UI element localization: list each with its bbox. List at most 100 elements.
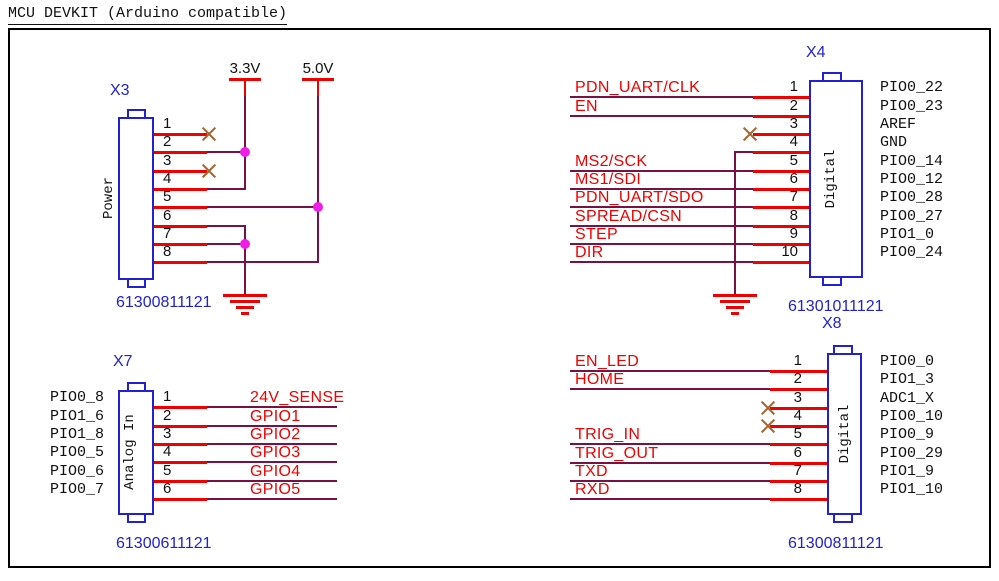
pin-stub (753, 151, 809, 154)
pin-stub (770, 498, 827, 501)
net-wire (570, 462, 770, 464)
net-wire (207, 480, 337, 482)
mcu-pin-label: PIO0_10 (880, 408, 944, 425)
pin-stub (753, 225, 809, 228)
net-wire (207, 425, 337, 427)
net-wire (570, 206, 753, 208)
pin-number: 2 (163, 133, 172, 150)
sheet-title: MCU DEVKIT (Arduino compatible) (8, 5, 288, 25)
net-label: DIR (575, 244, 604, 261)
connector-body-x3 (118, 117, 154, 280)
wire-segment (207, 225, 245, 227)
gnd-symbol (230, 300, 260, 303)
pin-stub (154, 206, 207, 209)
mcu-pin-label: PIO0_0 (880, 353, 935, 370)
net-wire (207, 406, 337, 408)
supply-label: 5.0V (302, 60, 334, 77)
connector-ref: X7 (113, 353, 133, 370)
net-label: GPIO1 (250, 408, 301, 425)
junction-dot (240, 239, 250, 249)
gnd-symbol (236, 306, 254, 309)
net-label: MS1/SDI (575, 171, 642, 188)
pin-stub (753, 115, 809, 118)
net-wire (570, 388, 770, 390)
connector-value: 61301011121 (788, 298, 884, 315)
no-connect-icon (201, 163, 217, 179)
pin-number: 9 (789, 225, 798, 242)
pin-number: 5 (789, 152, 798, 169)
pin-stub (154, 443, 207, 446)
net-wire (570, 443, 770, 445)
pin-number: 7 (163, 225, 172, 242)
pin-number: 4 (163, 170, 172, 187)
pin-stub (154, 188, 207, 191)
gnd-symbol (241, 312, 249, 315)
wire-segment (734, 151, 736, 296)
pin-number: 2 (789, 97, 798, 114)
mcu-pin-label: PIO0_29 (880, 445, 944, 462)
pin-stub (770, 407, 827, 410)
pin-number: 2 (793, 370, 802, 387)
pin-stub (753, 170, 809, 173)
gnd-symbol (713, 294, 757, 297)
mcu-pin-label: PIO0_27 (880, 208, 944, 225)
wire-segment (207, 151, 245, 153)
mcu-pin-label: PIO0_8 (50, 389, 105, 406)
mcu-pin-label: PIO0_9 (880, 426, 935, 443)
mcu-pin-label: PIO1_6 (50, 408, 105, 425)
pin-number: 1 (163, 115, 172, 132)
pin-number: 4 (163, 443, 172, 460)
pin-number: 3 (163, 152, 172, 169)
pin-stub (753, 243, 809, 246)
gnd-symbol (223, 294, 267, 297)
net-wire (570, 498, 770, 500)
supply-label: 3.3V (229, 60, 261, 77)
mcu-pin-label: PIO1_9 (880, 463, 935, 480)
pin-number: 8 (793, 480, 802, 497)
net-wire (570, 115, 753, 117)
mcu-pin-label: PIO0_7 (50, 481, 105, 498)
pin-number: 4 (789, 133, 798, 150)
mcu-pin-label: PIO1_3 (880, 371, 935, 388)
gnd-symbol (731, 312, 739, 315)
pin-number: 5 (163, 188, 172, 205)
junction-dot (313, 202, 323, 212)
junction-dot (240, 147, 250, 157)
supply-symbol-bar (229, 78, 261, 81)
net-label: 24V_SENSE (250, 389, 345, 406)
mcu-pin-label: PIO0_12 (880, 171, 944, 188)
pin-stub (753, 188, 809, 191)
net-label: MS2/SCK (575, 153, 648, 170)
no-connect-icon (201, 126, 217, 142)
wire-segment (207, 188, 245, 190)
connector-value: 61300811121 (788, 535, 884, 552)
connector-type-label: Analog In (122, 414, 138, 490)
mcu-pin-label: AREF (880, 116, 917, 133)
net-wire (207, 443, 337, 445)
pin-number: 8 (163, 243, 172, 260)
pin-stub (154, 225, 207, 228)
connector-type-label: Digital (823, 149, 839, 209)
net-label: TXD (575, 463, 608, 480)
net-label: SPREAD/CSN (575, 208, 683, 225)
pin-number: 6 (789, 170, 798, 187)
pin-stub (770, 370, 827, 373)
connector-type-label: Digital (837, 404, 853, 464)
pin-stub (753, 261, 809, 264)
wire-segment (244, 94, 246, 190)
pin-number: 10 (781, 243, 798, 260)
net-wire (207, 498, 337, 500)
net-label: EN (575, 98, 598, 115)
pin-stub (770, 425, 827, 428)
net-wire (570, 170, 753, 172)
pin-stub (154, 261, 207, 264)
net-wire (570, 188, 753, 190)
pin-number: 8 (789, 207, 798, 224)
pin-number: 1 (789, 78, 798, 95)
pin-stub (154, 480, 207, 483)
pin-stub (154, 425, 207, 428)
pin-stub (154, 170, 207, 173)
pin-stub (154, 406, 207, 409)
pin-stub (154, 133, 207, 136)
